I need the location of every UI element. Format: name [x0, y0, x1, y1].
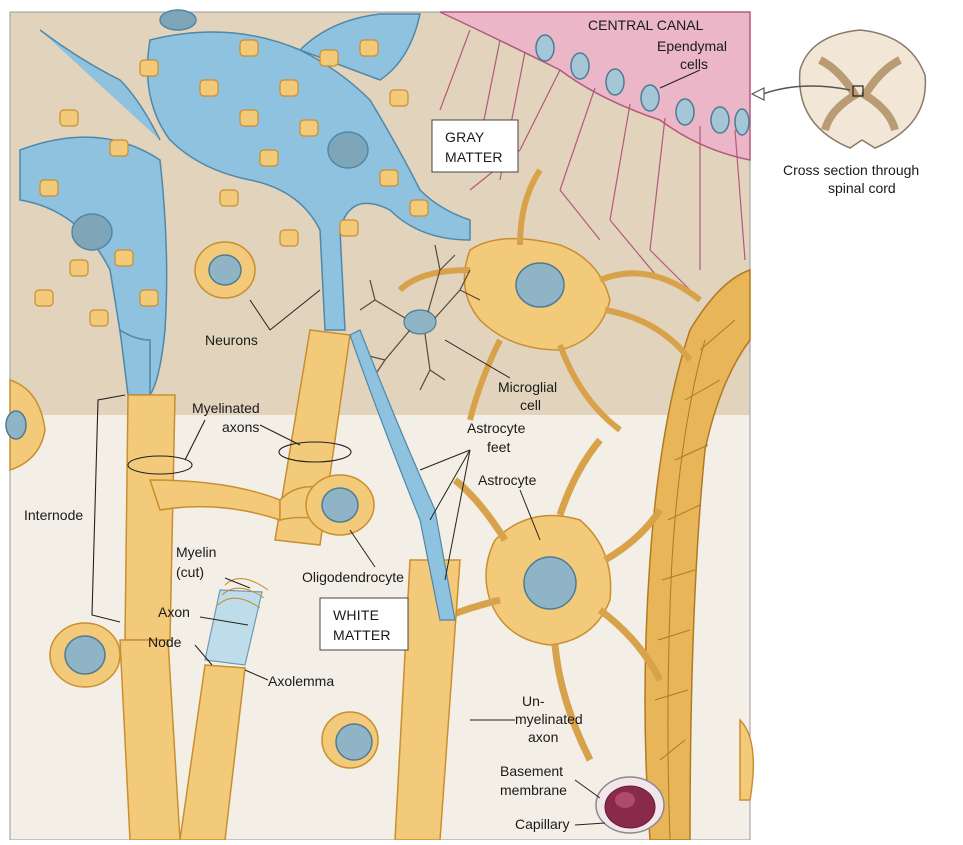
label-axon: Axon — [158, 604, 190, 620]
label-myelin-cut-1: Myelin — [176, 544, 216, 560]
label-myelin-cut-2: (cut) — [176, 564, 204, 580]
label-ependymal-2: cells — [680, 56, 708, 72]
label-microglial-2: cell — [520, 397, 541, 413]
label-myelinated-1: Myelinated — [192, 400, 260, 416]
label-internode: Internode — [24, 507, 83, 523]
label-astrocyte: Astrocyte — [478, 472, 537, 488]
label-axolemma: Axolemma — [268, 673, 334, 689]
label-white-matter-1: WHITE — [333, 607, 379, 623]
label-capillary: Capillary — [515, 816, 569, 832]
label-cross-section-1: Cross section through — [783, 162, 919, 178]
label-unmyelinated-1: Un- — [522, 693, 545, 709]
label-basement-1: Basement — [500, 763, 563, 779]
label-unmyelinated-3: axon — [528, 729, 558, 745]
label-microglial-1: Microglial — [498, 379, 557, 395]
label-unmyelinated-2: myelinated — [515, 711, 583, 727]
label-myelinated-2: axons — [222, 419, 259, 435]
label-astrocyte-feet-2: feet — [487, 439, 510, 455]
label-basement-2: membrane — [500, 782, 567, 798]
label-cross-section-2: spinal cord — [828, 180, 896, 196]
label-oligodendrocyte: Oligodendrocyte — [302, 569, 404, 585]
label-central-canal: CENTRAL CANAL — [588, 17, 704, 33]
label-neurons: Neurons — [205, 332, 258, 348]
label-gray-matter-1: GRAY — [445, 129, 485, 145]
label-white-matter-2: MATTER — [333, 627, 391, 643]
label-gray-matter-2: MATTER — [445, 149, 503, 165]
label-astrocyte-feet-1: Astrocyte — [467, 420, 526, 436]
label-ependymal-1: Ependymal — [657, 38, 727, 54]
spinal-cord-thumbnail — [752, 30, 925, 148]
label-node: Node — [148, 634, 182, 650]
